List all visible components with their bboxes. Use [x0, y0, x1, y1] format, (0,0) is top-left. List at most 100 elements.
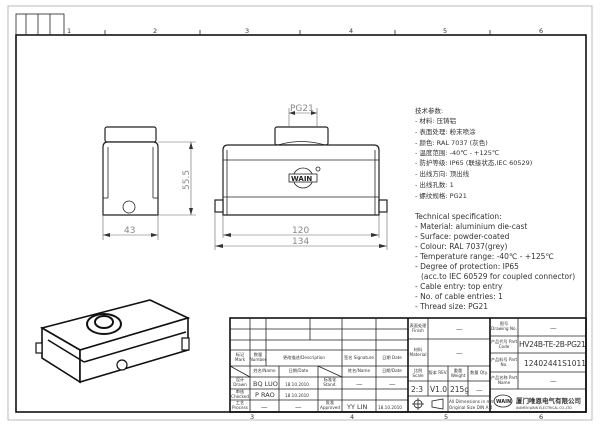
units-note: All Dimensions in mm	[449, 399, 495, 404]
company-logo: WAIN	[493, 394, 513, 408]
header-date-left: 日期/Date	[288, 368, 309, 374]
zone-label: 2	[153, 27, 157, 35]
spec-line: - 温度范围: -40℃ - +125℃	[415, 148, 499, 157]
spec-line: - 表面处理: 粉末喷涂	[415, 127, 476, 136]
dim-width: 43	[124, 226, 135, 236]
header-number: 数量 Number	[250, 352, 266, 362]
spec-english: Technical specification: - Material: alu…	[414, 212, 575, 311]
spec-title: Technical specification:	[414, 212, 502, 221]
approved-date: 18.10.2010	[378, 405, 402, 410]
part-no-value: 12402441S1011	[524, 359, 586, 368]
zone-markers-top: 1 2 3 4 5 6	[67, 27, 543, 35]
spec-line: - Cable entry: top entry	[415, 282, 503, 291]
qty-label: 数量 Qty.	[470, 370, 488, 376]
outer-border	[7, 5, 593, 421]
zone-label: 5	[443, 27, 447, 35]
part-name-label: 产品名称 Part Name	[490, 374, 518, 385]
spec-line: - 颜色: RAL 7037 (灰色)	[415, 138, 488, 147]
scale-label: 比例 Scale	[412, 367, 424, 378]
finish-value: —	[456, 325, 463, 333]
spec-line: (acc.to IEC 60529 for coupled connector)	[421, 272, 575, 281]
spec-line: - Colour: RAL 7037(grey)	[415, 242, 508, 251]
isometric-view	[35, 299, 191, 384]
dim-thread: PG21	[290, 104, 314, 114]
logo-text: WAIN	[291, 175, 312, 183]
part-code-label: 产品代号 Part Code	[490, 338, 518, 349]
zone-label: 3	[250, 413, 254, 421]
part-code-value: HV24B-TE-2B-PG21	[519, 340, 586, 349]
checked-date: 18.10.2010	[285, 393, 309, 398]
spec-line: - Material: aluminium die-cast	[415, 222, 527, 231]
stand-label: 标准化 Stand.	[323, 377, 337, 387]
drawn-date: 18.10.2010	[285, 382, 309, 387]
title-block: 标记 Mark 数量 Number 更改描述/Description 签名 Si…	[229, 317, 587, 413]
header-date-right: 日期/Date	[382, 368, 402, 374]
drawing-no-label: 图号 Drawing No.	[491, 321, 517, 331]
spec-line: - Degree of protection: IP65	[415, 262, 519, 271]
zone-label: 5	[444, 413, 448, 421]
zone-label: 4	[349, 27, 353, 35]
stand-date: —	[389, 380, 396, 388]
drawing-no-value: —	[550, 324, 557, 332]
dim-length-overall: 134	[292, 237, 309, 247]
header-name-right: 姓名/Name	[347, 368, 371, 374]
process-label: 工艺 Process	[232, 400, 248, 410]
zone-label: 6	[539, 413, 543, 421]
qty-value: —	[476, 386, 483, 394]
spec-line: - 防护等级: IP65 (联接状态,IEC 60529)	[415, 158, 532, 167]
company-name-en: XIAMEN WAIN ELECTRICAL CO.,LTD	[516, 406, 572, 410]
projection-symbol-icon	[412, 398, 444, 410]
company-name-cn: 厦门唯恩电气有限公司	[516, 396, 581, 405]
material-value: —	[456, 349, 463, 357]
side-hole	[122, 200, 136, 214]
approved-label: 批准 Approved	[319, 400, 341, 410]
scale-value: 2:3	[411, 385, 423, 394]
header-mark: 标记 Mark	[234, 352, 246, 362]
weight-label: 重量 Weight	[450, 367, 466, 378]
zone-label: 3	[245, 27, 249, 35]
stand-name: —	[356, 380, 363, 388]
spec-line: - 材料: 压铸铝	[415, 116, 456, 125]
spec-line: - No. of cable entries: 1	[415, 292, 503, 301]
zone-label: 1	[67, 27, 71, 35]
weight-value: 215g	[450, 385, 469, 394]
front-view: WAIN PG21 120 134	[214, 104, 388, 250]
spec-line: - 出线孔数: 1	[415, 180, 454, 189]
rev-value: V1.0	[430, 385, 447, 394]
header-date: 日期 Date	[382, 354, 402, 360]
header-description: 更改描述/Description	[282, 354, 325, 360]
part-name-value: —	[550, 377, 557, 385]
wain-logo: WAIN	[288, 166, 321, 189]
drawn-label: 设计 Drawn	[233, 377, 247, 387]
header-signature: 签名 Signature	[344, 354, 374, 360]
rev-label: 版本 REV.	[428, 370, 448, 376]
company-logo-text: WAIN	[496, 399, 511, 405]
process-date: —	[295, 403, 302, 411]
revision-strip	[15, 13, 65, 36]
spec-chinese: 技术参数: - 材料: 压铸铝 - 表面处理: 粉末喷涂 - 颜色: RAL 7…	[415, 106, 532, 200]
spec-title: 技术参数:	[415, 106, 443, 115]
dim-height: 55.5	[182, 170, 192, 190]
spec-line: - Surface: powder-coated	[415, 232, 510, 241]
part-no-label: 产品料号 Part No.	[490, 356, 518, 367]
process-name: —	[261, 403, 268, 411]
zone-label: 6	[539, 27, 543, 35]
spec-line: - Thread size: PG21	[415, 302, 488, 311]
spec-line: - 出线方向: 顶出线	[415, 169, 470, 178]
zone-markers-bottom: 3 4 5 6	[250, 413, 543, 421]
size-note: Original Size DIN A 4	[449, 405, 493, 410]
zone-label: 4	[350, 413, 354, 421]
approved-name: YY LIN	[346, 403, 368, 411]
spec-line: - 螺纹规格: PG21	[415, 191, 467, 200]
checked-label: 审核 Checked	[231, 389, 249, 399]
dim-length-inner: 120	[292, 226, 309, 236]
spec-line: - Temperature range: -40℃ - +125℃	[415, 252, 554, 261]
drawn-name: BQ LUO	[253, 380, 278, 388]
material-label: 材料 Material	[409, 346, 427, 357]
cable-entry	[274, 126, 329, 146]
side-view: 55.5 43	[102, 126, 196, 240]
header-name: 姓名/Name	[253, 368, 276, 374]
finish-label: 表面处理 Finish	[409, 322, 427, 333]
checked-name: P RAO	[255, 391, 275, 399]
